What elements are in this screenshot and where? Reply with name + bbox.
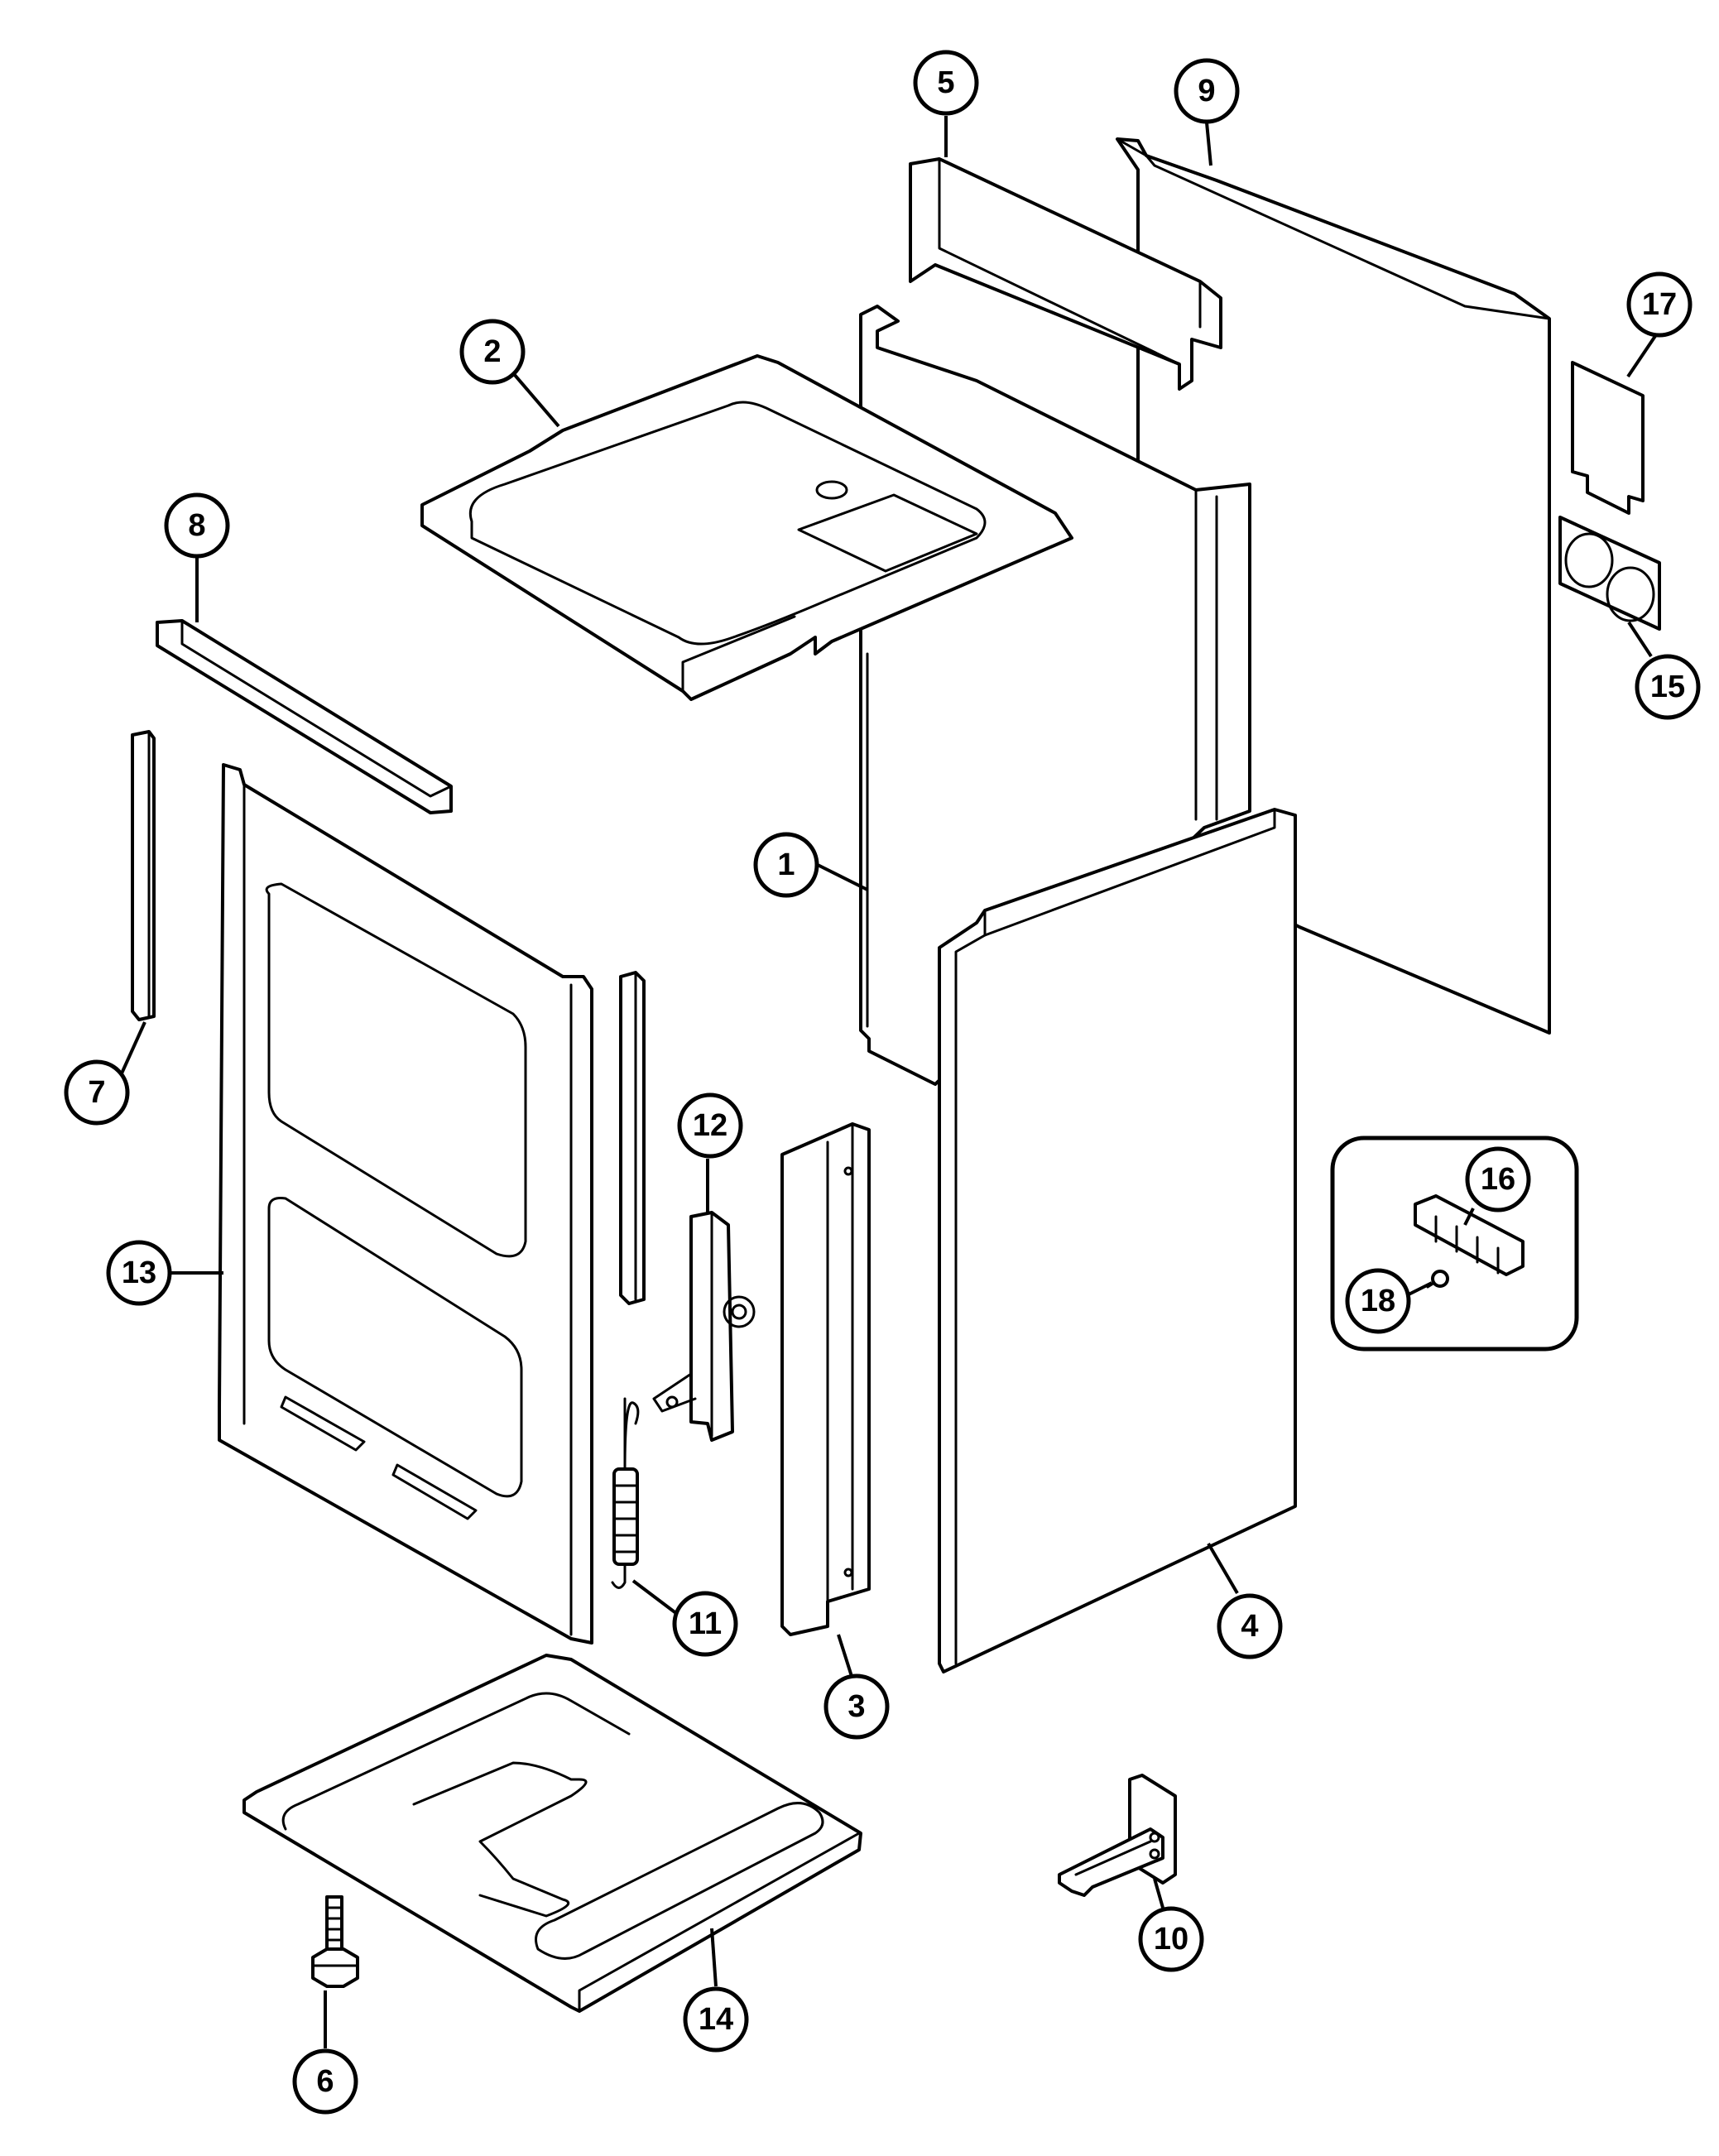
leader-lines (116, 116, 1657, 2048)
part-15-gasket (1558, 516, 1661, 631)
callout-15-label: 15 (1650, 670, 1685, 704)
callout-3-label: 3 (847, 1689, 865, 1724)
callout-3: 3 (823, 1673, 890, 1740)
callout-18-label: 18 (1361, 1284, 1395, 1318)
part-12-hinge (652, 1211, 756, 1442)
callout-2-label: 2 (483, 334, 501, 369)
callout-6: 6 (292, 2048, 358, 2115)
callout-12-label: 12 (693, 1108, 727, 1143)
part-16-terminal-block (1414, 1194, 1525, 1276)
part-6-leveling-leg (311, 1895, 359, 1988)
part-2-top-panel (420, 354, 1073, 701)
callout-8: 8 (164, 492, 230, 559)
callout-1-label: 1 (777, 848, 795, 882)
callout-2: 2 (459, 319, 526, 385)
callout-13: 13 (106, 1240, 172, 1306)
callout-5: 5 (913, 50, 979, 116)
callout-14-label: 14 (699, 2002, 733, 2037)
door-seal-strip (619, 971, 646, 1305)
callout-16-label: 16 (1481, 1162, 1515, 1197)
callout-14: 14 (683, 1986, 749, 2053)
callout-9-label: 9 (1198, 74, 1215, 108)
callout-16: 16 (1465, 1146, 1531, 1212)
part-11-spring (611, 1397, 640, 1589)
callout-6-label: 6 (316, 2064, 334, 2099)
callout-5-label: 5 (937, 65, 954, 100)
part-10-corner-bracket (1058, 1774, 1177, 1897)
part-13-front-panel (218, 763, 593, 1645)
callout-4: 4 (1217, 1593, 1283, 1659)
callout-17-label: 17 (1642, 287, 1677, 322)
callout-9: 9 (1174, 58, 1240, 124)
callout-1: 1 (753, 832, 819, 898)
callout-18: 18 (1345, 1268, 1411, 1334)
callout-13-label: 13 (122, 1256, 156, 1290)
callout-4-label: 4 (1241, 1609, 1258, 1644)
callout-10-label: 10 (1154, 1922, 1188, 1957)
part-14-bottom-panel (242, 1654, 862, 2013)
part-17-cover-plate (1571, 361, 1645, 515)
callout-12: 12 (677, 1092, 743, 1159)
callout-8-label: 8 (188, 508, 205, 543)
part-3-channel (780, 1122, 871, 1636)
callout-10: 10 (1138, 1906, 1204, 1972)
callout-7: 7 (64, 1059, 130, 1126)
part-8-trim-strip (156, 619, 453, 814)
callout-11-label: 11 (689, 1606, 722, 1641)
callout-7-label: 7 (88, 1075, 105, 1110)
part-4-side-panel (938, 808, 1297, 1673)
callout-15: 15 (1635, 654, 1701, 720)
part-7-seal-strip (131, 730, 156, 1021)
callout-17: 17 (1626, 271, 1693, 338)
part-5-top-bracket (909, 157, 1222, 391)
callout-11: 11 (672, 1591, 738, 1657)
